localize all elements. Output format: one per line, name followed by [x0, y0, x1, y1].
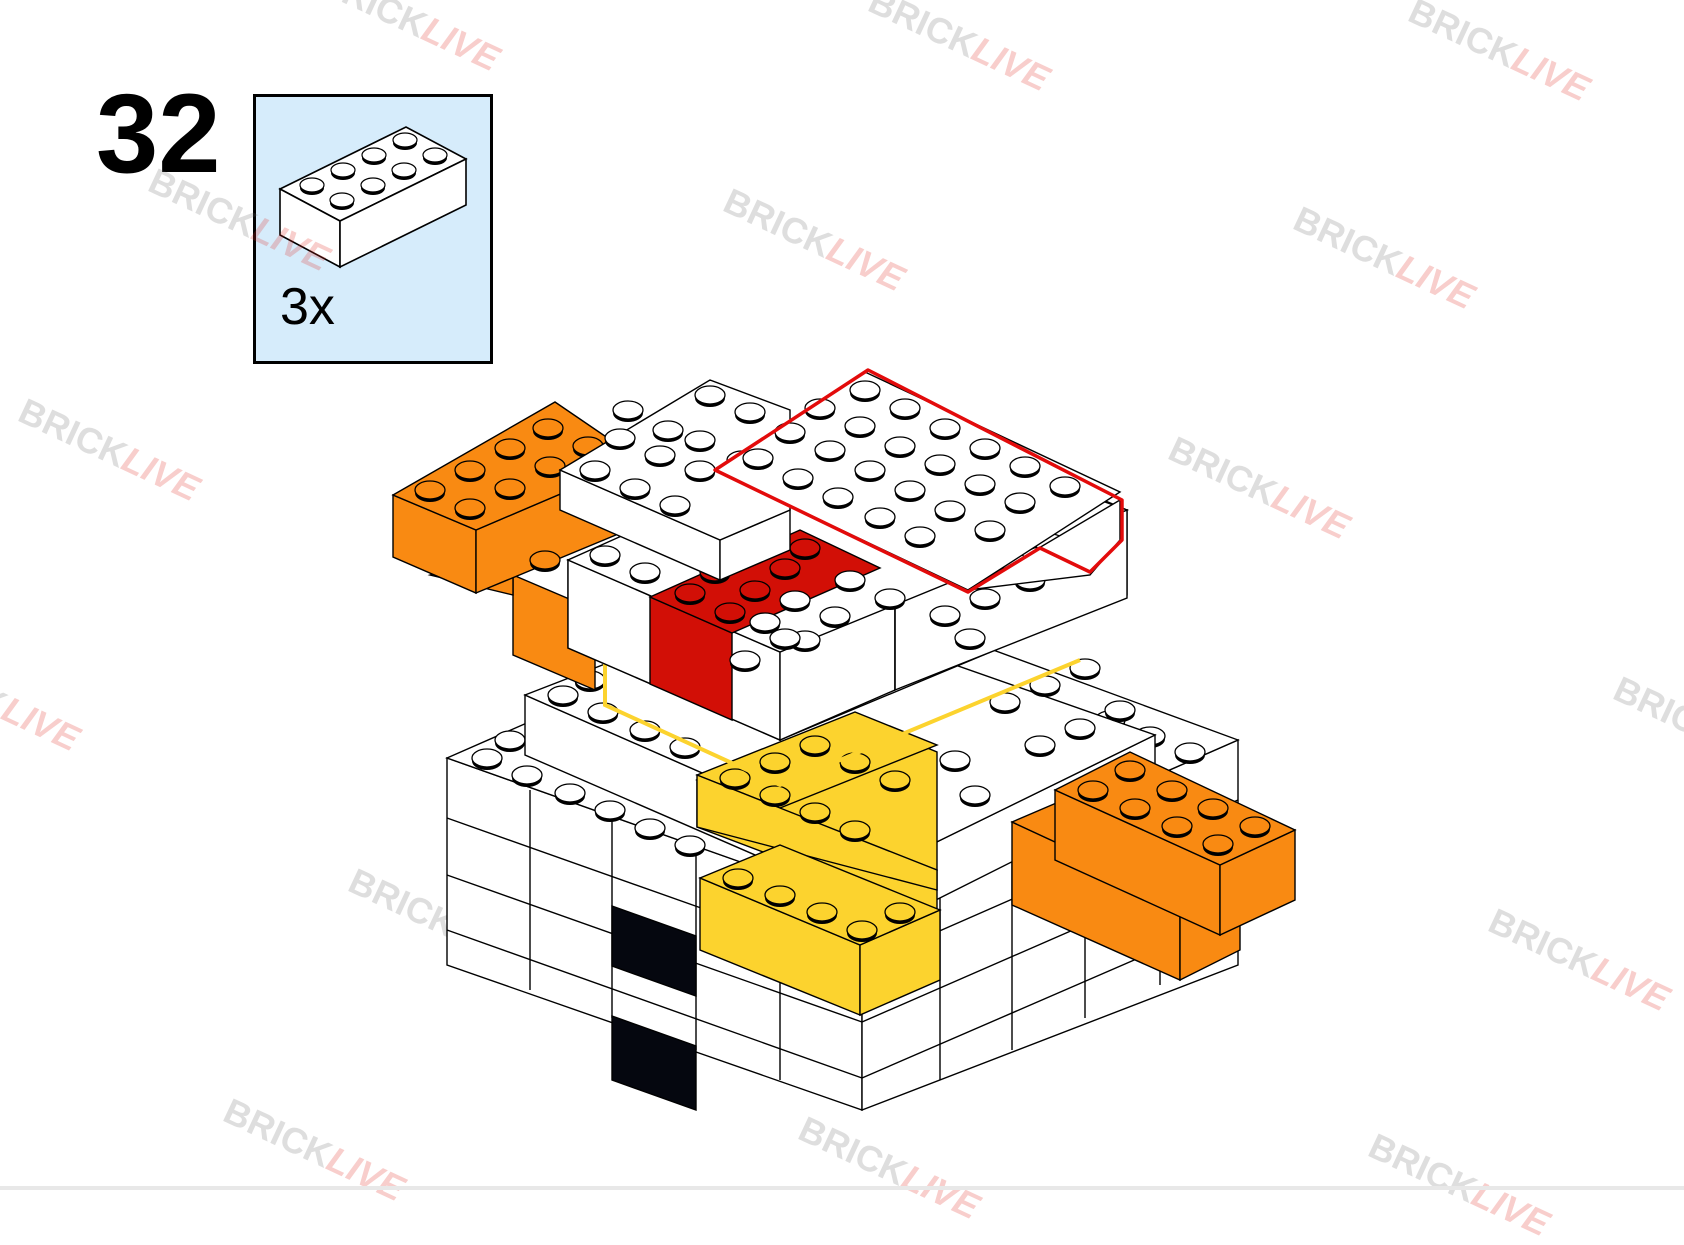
part-quantity: 3x [280, 278, 335, 336]
highlight-outline [713, 368, 1124, 594]
yellow-brick [698, 844, 942, 1017]
white-2x4-brick-icon [278, 126, 468, 269]
model-illustration [391, 368, 1297, 1112]
parts-callout: 3x [253, 94, 493, 364]
page-footer-rule [0, 1186, 1684, 1190]
black-brick [611, 1015, 697, 1111]
yellow-brick [695, 711, 939, 920]
orange-brick [1053, 751, 1297, 937]
black-brick [611, 905, 697, 997]
step-number: 32 [96, 71, 221, 196]
